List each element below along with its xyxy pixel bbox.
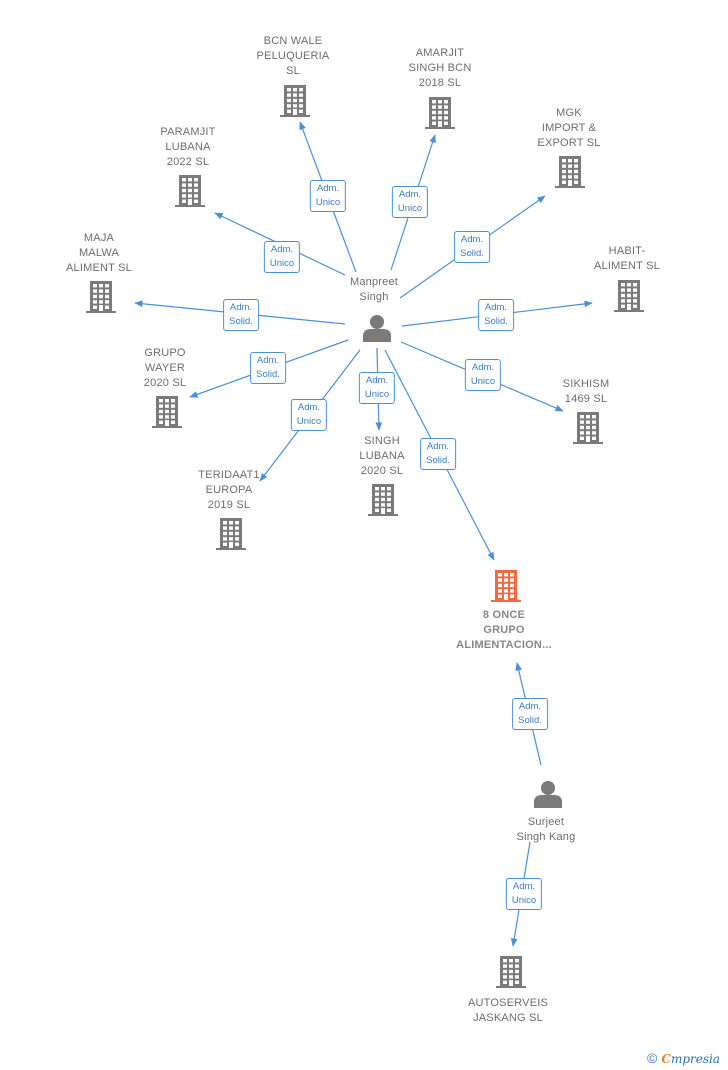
node-label-maja[interactable]: MAJA MALWA ALIMENT SL: [66, 232, 132, 274]
edge-label-mgk[interactable]: Adm. Solid.: [454, 231, 490, 263]
building-icon-autoserveis[interactable]: [496, 956, 526, 988]
building-icon-paramjit[interactable]: [175, 175, 205, 207]
building-icon-grupo_wayer[interactable]: [152, 396, 182, 428]
building-icon-ocho_once[interactable]: [491, 570, 521, 602]
edge-label-grupo_wayer[interactable]: Adm. Solid.: [250, 352, 286, 384]
node-label-autoserveis[interactable]: AUTOSERVEIS JASKANG SL: [467, 997, 549, 1024]
person-icon-manpreet[interactable]: [363, 315, 391, 342]
edge-label-paramjit[interactable]: Adm. Unico: [263, 241, 301, 273]
node-label-bcn_wale[interactable]: BCN WALE PELUQUERIA SL: [256, 35, 330, 77]
building-icon-habit[interactable]: [614, 280, 644, 312]
edge-label-autoserveis[interactable]: Adm. Unico: [505, 878, 543, 910]
node-label-surjeet[interactable]: Surjeet Singh Kang: [516, 816, 576, 843]
node-label-mgk[interactable]: MGK IMPORT & EXPORT SL: [537, 107, 601, 149]
node-label-ocho_once[interactable]: 8 ONCE GRUPO ALIMENTACION...: [456, 609, 552, 651]
building-icon-amarjit[interactable]: [425, 97, 455, 129]
edge-label-ocho_once[interactable]: Adm. Solid.: [512, 698, 548, 730]
edge-label-maja[interactable]: Adm. Solid.: [223, 299, 259, 331]
node-label-grupo_wayer[interactable]: GRUPO WAYER 2020 SL: [143, 347, 187, 389]
edge-label-ocho_once[interactable]: Adm. Solid.: [420, 438, 456, 470]
node-label-teridaat[interactable]: TERIDAAT1 EUROPA 2019 SL: [198, 469, 260, 511]
building-icon-maja[interactable]: [86, 281, 116, 313]
copyright-symbol: ©: [647, 1050, 658, 1066]
edge-label-habit[interactable]: Adm. Solid.: [478, 299, 514, 331]
building-icon-sikhism[interactable]: [573, 412, 603, 444]
brand-name: mpresia: [670, 1052, 720, 1066]
edge-label-amarjit[interactable]: Adm. Unico: [391, 186, 429, 218]
building-icon-singh_lubana[interactable]: [368, 484, 398, 516]
empresia-watermark: ©Cmpresia: [647, 1050, 720, 1066]
edge-label-singh_lubana[interactable]: Adm. Unico: [358, 372, 396, 404]
node-label-paramjit[interactable]: PARAMJIT LUBANA 2022 SL: [160, 126, 216, 168]
building-icon-mgk[interactable]: [555, 156, 585, 188]
brand-initial: C: [661, 1052, 671, 1066]
node-label-sikhism[interactable]: SIKHISM 1469 SL: [562, 378, 610, 405]
node-label-amarjit[interactable]: AMARJIT SINGH BCN 2018 SL: [408, 47, 472, 89]
edge-label-bcn_wale[interactable]: Adm. Unico: [309, 180, 347, 212]
node-label-singh_lubana[interactable]: SINGH LUBANA 2020 SL: [359, 435, 405, 477]
node-label-manpreet[interactable]: Manpreet Singh: [349, 276, 399, 303]
person-icon-surjeet[interactable]: [534, 781, 562, 808]
node-label-habit[interactable]: HABIT- ALIMENT SL: [594, 245, 660, 272]
edge-label-teridaat[interactable]: Adm. Unico: [290, 399, 328, 431]
building-icon-bcn_wale[interactable]: [280, 85, 310, 117]
building-icon-teridaat[interactable]: [216, 518, 246, 550]
edge-label-sikhism[interactable]: Adm. Unico: [464, 359, 502, 391]
